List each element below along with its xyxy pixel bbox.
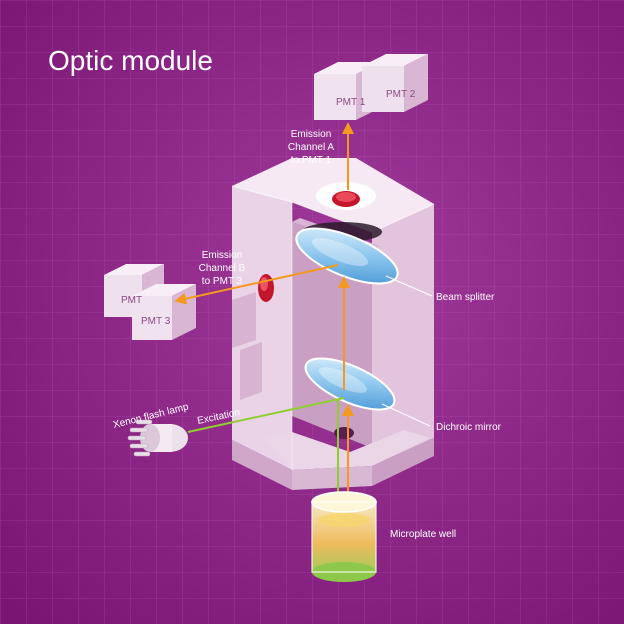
emission-b-line3: to PMT 3 (202, 276, 243, 287)
emission-b-arrow (174, 264, 339, 305)
pmt-back-label: PMT (121, 295, 142, 306)
page-title: Optic module (48, 45, 213, 76)
emission-a-line2: Channel A (288, 142, 334, 153)
dichroic-mirror-label: Dichroic mirror (436, 422, 502, 433)
excitation-arrow (187, 397, 345, 433)
emission-b-line1: Emission (202, 250, 243, 261)
dichroic-mirror-leader (381, 403, 431, 427)
beam-splitter-lens (295, 227, 399, 285)
emission-a-label: Emission Channel A to PMT 1 (288, 129, 334, 166)
pmt2-label: PMT 2 (386, 89, 416, 100)
pmt-cubes-top (314, 54, 428, 120)
top-detector-window (316, 182, 376, 210)
emission-a-line3: to PMT 1 (291, 155, 332, 166)
emission-a-line1: Emission (291, 129, 332, 140)
pmt1-label: PMT 1 (336, 97, 366, 108)
side-detector-window (258, 274, 274, 302)
emission-b-line2: Channel B (199, 263, 246, 274)
pmt3-label: PMT 3 (141, 316, 171, 327)
xenon-lamp (127, 419, 188, 457)
microplate-well (311, 491, 377, 582)
beam-splitter-label: Beam splitter (436, 292, 495, 303)
beam-splitter-leader (385, 275, 433, 297)
microplate-well-label: Microplate well (390, 529, 456, 540)
emission-b-label: Emission Channel B to PMT 3 (199, 250, 246, 287)
